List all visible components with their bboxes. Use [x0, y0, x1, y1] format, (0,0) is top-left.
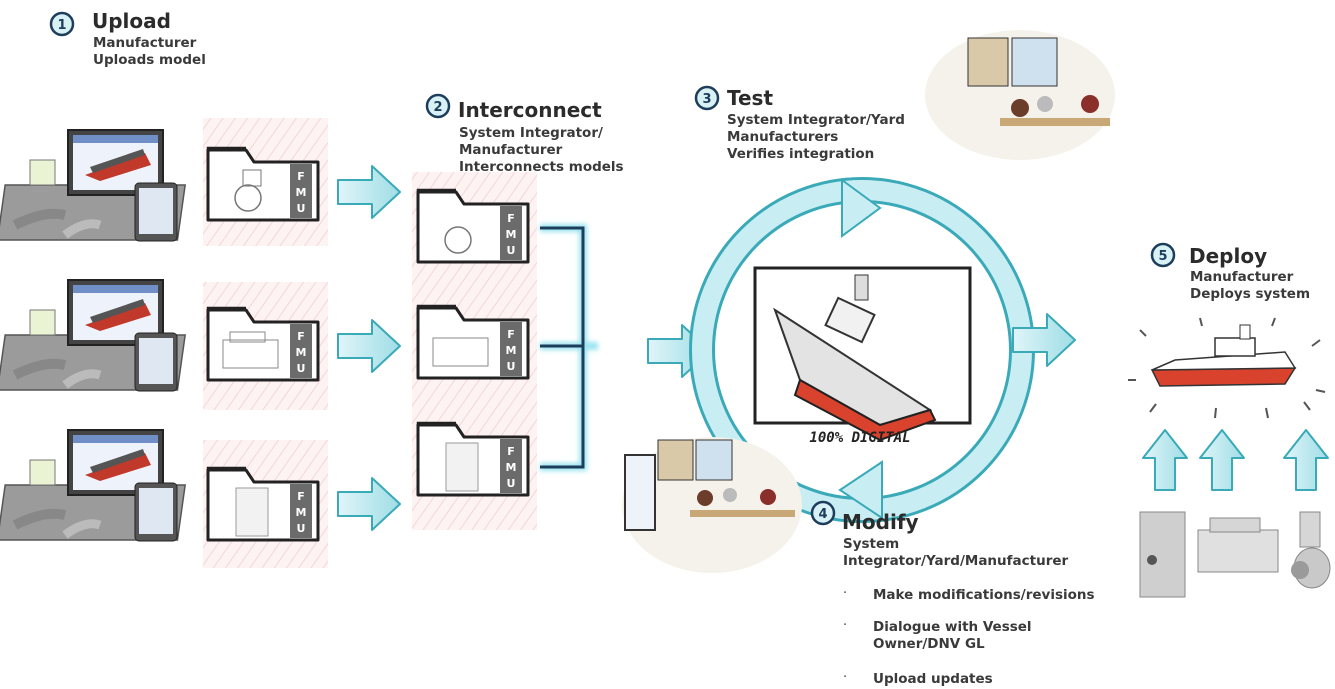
- interconnect-bracket: [540, 224, 598, 471]
- svg-text:M: M: [506, 461, 517, 474]
- modify-bullet-2: Dialogue with Vessel: [873, 619, 1032, 635]
- svg-text:F: F: [507, 445, 515, 458]
- flow-arrow-3: [337, 477, 401, 531]
- interconnect-folder-thruster: [416, 188, 530, 264]
- svg-text:U: U: [297, 202, 306, 215]
- svg-text:F: F: [507, 212, 515, 225]
- laptop-illustration-3: [0, 430, 185, 541]
- laptop-illustration-2: [0, 280, 185, 391]
- modify-bullet-3: Upload updates: [873, 671, 993, 687]
- equipment-engine: [1197, 517, 1279, 573]
- step-digit-4: 4: [818, 507, 827, 522]
- svg-text:U: U: [297, 362, 306, 375]
- svg-text:U: U: [507, 360, 516, 373]
- deploy-line-2: Deploys system: [1190, 286, 1311, 302]
- svg-text:F: F: [297, 170, 305, 183]
- cycle-arrow-bottom: [838, 460, 883, 520]
- laptop-illustration-1: [0, 130, 185, 241]
- modify-line-2: Integrator/Yard/Manufacturer: [843, 553, 1069, 569]
- upload-line-1: Manufacturer: [93, 35, 197, 51]
- svg-text:U: U: [297, 522, 306, 535]
- svg-text:F: F: [297, 490, 305, 503]
- deploy-arrow-1: [1142, 429, 1188, 491]
- deploy-line-1: Manufacturer: [1190, 269, 1294, 285]
- deployed-ship: [1128, 317, 1326, 419]
- svg-text:F: F: [297, 330, 305, 343]
- interconnect-folder-cabinet: [416, 421, 530, 497]
- svg-text:M: M: [506, 228, 517, 241]
- step-digit-1: 1: [57, 18, 66, 33]
- fmu-folder-engine: [206, 306, 320, 382]
- svg-text:F: F: [507, 328, 515, 341]
- modify-bullet-1: Make modifications/revisions: [873, 587, 1095, 603]
- monitor-caption: 100% DIGITAL: [809, 430, 910, 446]
- interconnect-line-3: Interconnects models: [459, 159, 624, 175]
- modify-team-illustration: [622, 437, 802, 573]
- interconnect-line-1: System Integrator/: [459, 125, 603, 141]
- svg-text:M: M: [296, 346, 307, 359]
- deploy-arrow-2: [1199, 429, 1245, 491]
- digital-twin-monitor: [753, 266, 972, 442]
- modify-title: Modify: [842, 510, 919, 534]
- interconnect-title: Interconnect: [458, 98, 602, 122]
- upload-line-2: Uploads model: [93, 52, 206, 68]
- svg-text:M: M: [506, 344, 517, 357]
- interconnect-line-2: Manufacturer: [459, 142, 563, 158]
- flow-arrow-1: [337, 165, 401, 219]
- upload-title: Upload: [92, 9, 171, 33]
- svg-text:M: M: [296, 186, 307, 199]
- fmu-folder-cabinet: [206, 466, 320, 542]
- svg-text:U: U: [507, 477, 516, 490]
- test-line-3: Verifies integration: [727, 146, 875, 162]
- modify-bullet-2b: Owner/DNV GL: [873, 636, 985, 652]
- interconnect-folder-engine: [416, 304, 530, 380]
- test-title: Test: [727, 86, 774, 110]
- step-digit-5: 5: [1158, 249, 1167, 264]
- equipment-cabinet: [1139, 511, 1186, 598]
- bullet-dot-1: ·: [843, 586, 848, 601]
- test-line-1: System Integrator/Yard: [727, 112, 905, 128]
- bullet-dot-2: ·: [843, 618, 848, 633]
- step-digit-2: 2: [433, 100, 442, 115]
- deploy-arrow-3: [1283, 429, 1329, 491]
- bullet-dot-3: ·: [843, 670, 848, 685]
- fmu-folder-thruster: [206, 146, 320, 222]
- fmu-labels: FMU FMU FMU FMU FMU FMU: [296, 170, 517, 535]
- deploy-title: Deploy: [1189, 244, 1268, 268]
- test-line-2: Manufacturers: [727, 129, 839, 145]
- cycle-arrow-top: [841, 178, 882, 238]
- svg-text:U: U: [507, 244, 516, 257]
- modify-line-1: System: [843, 536, 900, 552]
- test-team-illustration: [925, 30, 1115, 160]
- svg-text:M: M: [296, 506, 307, 519]
- step-digit-3: 3: [702, 92, 711, 107]
- equipment-thruster: [1291, 511, 1331, 589]
- flow-arrow-2: [337, 319, 401, 373]
